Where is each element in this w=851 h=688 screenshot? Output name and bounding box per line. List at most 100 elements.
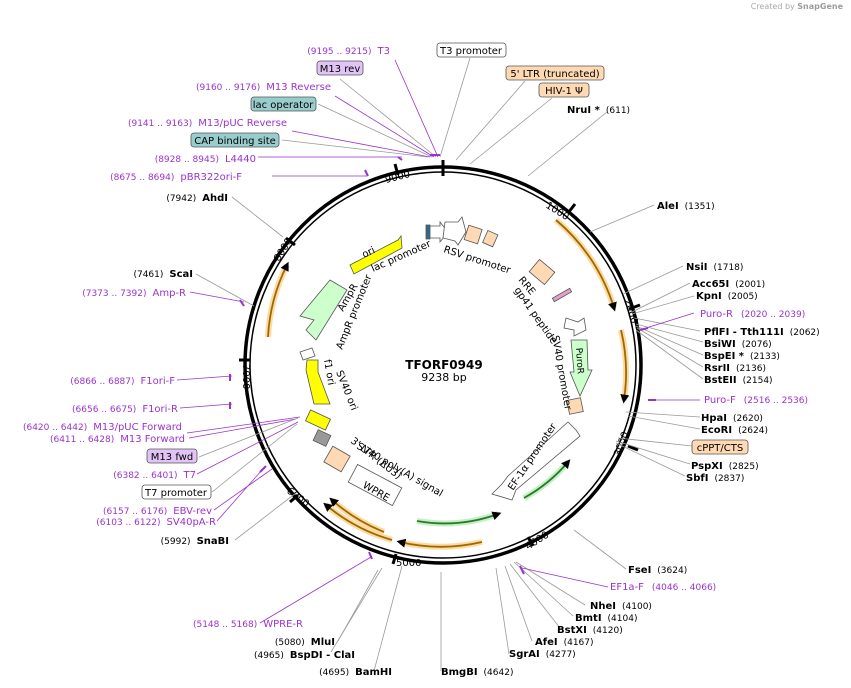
box-5ltr: [505, 65, 605, 81]
enzyme-ahdi: (7942)AhdI: [166, 193, 228, 204]
primer-m13puc-forward: (6420 .. 6442)M13/pUC Forward: [23, 422, 182, 433]
tick-3000: 3000: [612, 430, 631, 458]
label-sv40-promoter: SV40 promoter: [549, 335, 573, 412]
plasmid-size: 9238 bp: [421, 371, 466, 384]
enzyme-kpni: KpnI(2005): [696, 291, 758, 302]
ampr-arrow: [299, 279, 348, 341]
primer-puro-f: Puro-F(2516 .. 2536): [704, 395, 808, 406]
enzyme-scai: (7461)ScaI: [133, 269, 193, 280]
credit-brand: SnapGene: [797, 2, 843, 11]
enzyme-bsteii: BstEII(2154): [704, 375, 773, 386]
gp41-block: [551, 287, 573, 303]
enzyme-afei: AfeI(4167): [535, 637, 594, 648]
enzyme-bmgbi: BmgBI(4642): [441, 667, 513, 678]
ltr-block-2: [482, 229, 499, 248]
snapgene-credit: Created by SnapGene: [751, 2, 843, 11]
box-t7-promoter: [141, 484, 212, 500]
primer-f1ori-f: (6866 .. 6887)F1ori-F: [70, 376, 175, 387]
primer-pbr322ori-f: (8675 .. 8694)pBR322ori-F: [110, 172, 242, 183]
box-lac-operator-label: lac operator: [253, 100, 314, 111]
box-5ltr-label: 5' LTR (truncated): [510, 69, 599, 80]
enzyme-hpai: HpaI(2620): [701, 413, 763, 424]
primer-ebv-rev: (6157 .. 6176)EBV-rev: [103, 506, 212, 517]
primer-l4440: (8928 .. 8945)L4440: [155, 154, 256, 165]
box-m13-rev-label: M13 rev: [320, 64, 361, 75]
enzyme-snabi: (5992)SnaBI: [161, 536, 229, 547]
f1-ori-arrow: [305, 359, 331, 405]
box-hiv1-psi: [538, 82, 590, 98]
label-puror: PuroR: [573, 348, 585, 375]
enzyme-acc65i: Acc65I(2001): [692, 279, 765, 290]
tick-6000: 6000: [284, 486, 311, 510]
ampr-promoter-arrow: [299, 347, 316, 361]
label-ori: ori: [360, 245, 377, 261]
rsv-promoter-arrow: [442, 216, 467, 246]
label-sv40-ori: SV40 ori: [333, 369, 359, 412]
enzyme-nrui: NruI *(611): [567, 105, 630, 116]
enzyme-labels: NruI *(611) AleI(1351) NsiI(1718) Acc65I…: [133, 105, 819, 678]
box-cppt-label: cPPT/CTS: [697, 443, 743, 454]
enzyme-pflfi-tth111i: PflFI - Tth111I(2062): [704, 327, 820, 338]
ef1a-promoter-arrow: [491, 421, 581, 501]
box-m13-fwd: [146, 448, 198, 464]
primer-labels: (9195 .. 9215)T3 (9160 .. 9176)M13 Rever…: [23, 46, 808, 630]
primer-t7: (6382 .. 6401)T7: [113, 470, 196, 481]
label-rsv-promoter: RSV promoter: [442, 244, 513, 276]
enzyme-bspei: BspEI *(2133): [704, 351, 780, 362]
enzyme-bamhi: (4695)BamHI: [319, 667, 392, 678]
tick-5000: 5000: [396, 558, 421, 569]
sv40-ori-block: [304, 409, 332, 431]
enzyme-ecori: EcoRI(2624): [701, 425, 768, 436]
tick-2000: 2000: [621, 298, 639, 326]
enzyme-nhei: NheI(4100): [590, 601, 652, 612]
box-cppt: [691, 439, 749, 455]
primer-amp-r: (7373 .. 7392)Amp-R: [82, 288, 186, 299]
plasmid-name: TFORF0949: [405, 358, 482, 372]
tick-7000: 7000: [240, 364, 251, 389]
enzyme-bmti: BmtI(4104): [575, 613, 637, 624]
inner-features: [299, 216, 593, 507]
puror-end-block: [566, 397, 584, 415]
ltr-block-1: [463, 224, 483, 245]
box-cap-binding-label: CAP binding site: [194, 136, 276, 147]
enzyme-alei: AleI(1351): [657, 201, 715, 212]
orf-arc-6: [265, 263, 290, 338]
primer-ticks: [229, 154, 656, 575]
primer-f1ori-r: (6656 .. 6675)F1ori-R: [72, 404, 178, 415]
primer-wpre-r: (5148 .. 5168)WPRE-R: [193, 619, 303, 630]
enzyme-rsrii: RsrII(2136): [704, 363, 766, 374]
primer-m13-forward: (6411 .. 6428)M13 Forward: [50, 434, 185, 445]
primer-puro-r: Puro-R(2020 .. 2039): [700, 309, 805, 320]
ori-arrow: [349, 234, 403, 275]
cap-site-block: [425, 224, 431, 240]
box-t3-promoter: [436, 42, 507, 58]
sv40-promoter-arrow: [563, 317, 587, 337]
primer-sv40pa-r: (6103 .. 6122)SV40pA-R: [96, 517, 216, 528]
enzyme-nsii: NsiI(1718): [686, 262, 743, 273]
box-hiv1-psi-label: HIV-1 Ψ: [545, 86, 583, 97]
box-m13-fwd-label: M13 fwd: [151, 452, 193, 463]
primer-m13-reverse: (9160 .. 9176)M13 Reverse: [196, 82, 331, 93]
box-cap-binding: [190, 132, 280, 148]
enzyme-fsei: FseI(3624): [628, 565, 687, 576]
feature-boxes: M13 rev lac operator CAP binding site T3…: [141, 42, 749, 500]
leader-lines: [176, 57, 704, 672]
box-t3-promoter-label: T3 promoter: [439, 46, 503, 57]
tick-marks: [239, 163, 641, 565]
credit-prefix: Created by: [750, 2, 795, 11]
puror-arrow: [569, 339, 593, 397]
enzyme-bspdi-clai: (4965)BspDI - ClaI: [254, 650, 355, 661]
tick-8000: 8000: [272, 236, 295, 263]
enzyme-pspxi: PspXI(2825): [691, 461, 759, 472]
primer-ef1a-f: EF1a-F(4046 .. 4066): [610, 582, 716, 593]
rre-block: [528, 258, 556, 286]
enzyme-bsiwi: BsiWI(2076): [704, 339, 772, 350]
polya-block: [312, 429, 332, 447]
orf-arcs: [265, 217, 630, 550]
enzyme-mlui: (5080)MluI: [275, 637, 335, 648]
wpre-block: [347, 463, 403, 507]
enzyme-sbfi: SbfI(2837): [686, 473, 744, 484]
box-t7-promoter-label: T7 promoter: [144, 488, 208, 499]
primer-m13puc-reverse: (9141 .. 9163)M13/pUC Reverse: [128, 118, 287, 129]
